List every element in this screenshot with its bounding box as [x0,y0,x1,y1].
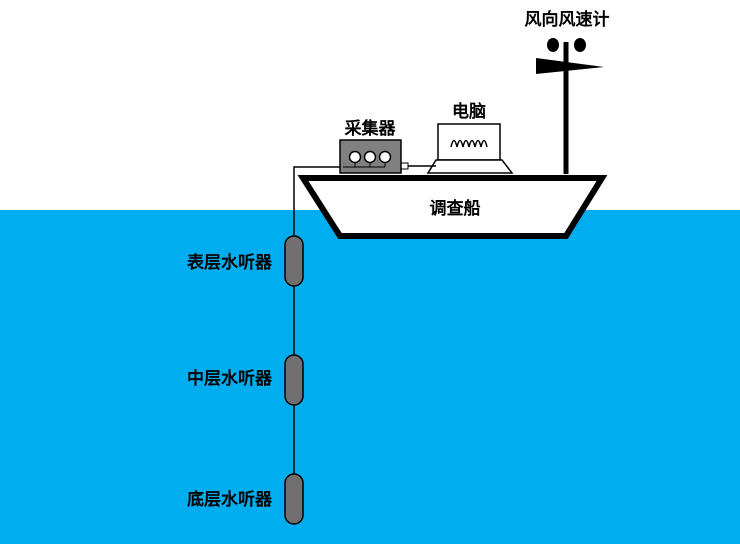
collector-port [400,162,409,170]
data-collector-icon [339,139,402,174]
hydrophone-bottom-icon [284,473,304,525]
ship-hull [297,175,608,239]
anemometer-label: 风向风速计 [525,9,610,30]
wind-vane-icon [536,38,604,174]
sea [0,210,740,544]
hydrophone-middle-label: 中层水听器 [187,368,273,389]
hydrophone-bottom-label: 底层水听器 [187,489,273,510]
hydrophone-surface-label: 表层水听器 [187,252,273,273]
ship-label: 调查船 [430,198,481,219]
laptop-waveform-icon [426,123,514,174]
collector-label: 采集器 [344,118,397,139]
computer-label: 电脑 [452,101,486,122]
hydrophone-middle-icon [284,354,304,406]
hydrophone-surface-icon [284,235,304,287]
